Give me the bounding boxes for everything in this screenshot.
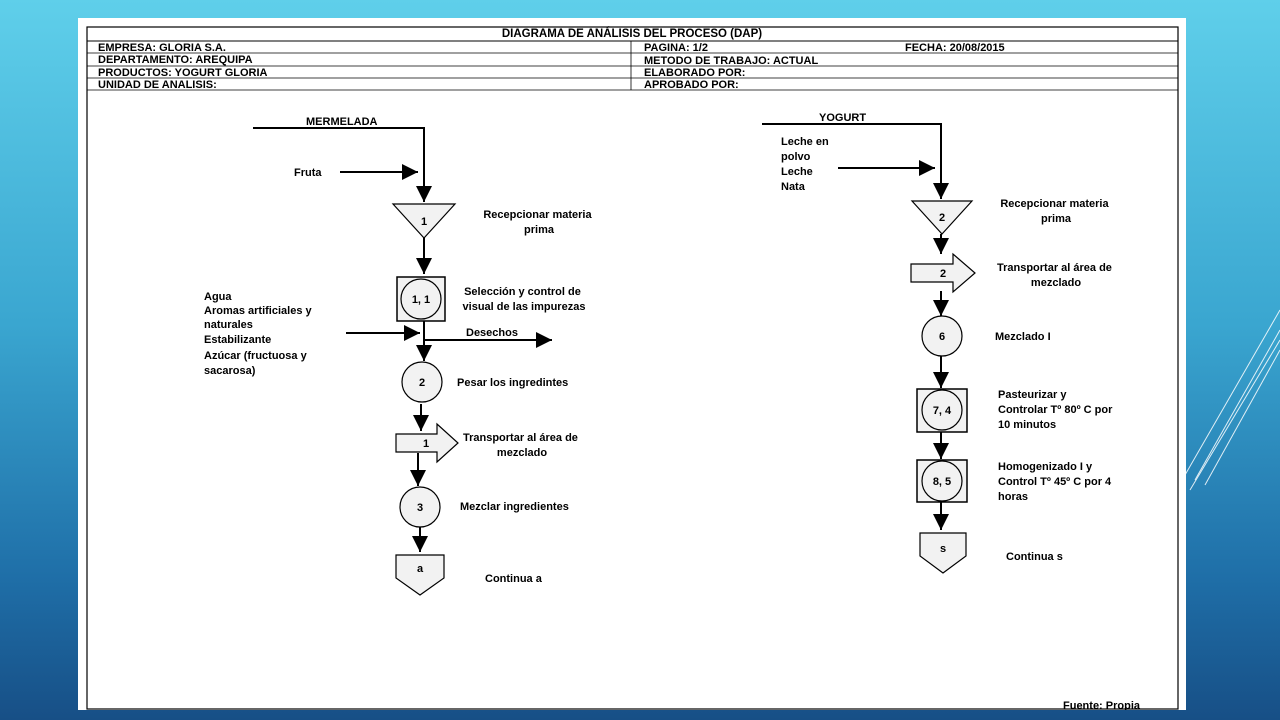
left-step1-label: Recepcionar materia prima bbox=[483, 209, 594, 236]
left-step5-label: Mezclar ingredientes bbox=[460, 501, 569, 513]
right-flow-lines bbox=[762, 123, 949, 530]
yogurt-label: YOGURT bbox=[819, 112, 866, 124]
right-combined-operation-inspection-7-4: 7, 4 bbox=[916, 388, 968, 433]
elaborado-label: ELABORADO POR: bbox=[644, 67, 745, 79]
left-operation-circle-2: 2 bbox=[401, 361, 443, 403]
svg-text:8, 5: 8, 5 bbox=[933, 476, 951, 488]
fruta-label: Fruta bbox=[294, 167, 322, 179]
mermelada-label: MERMELADA bbox=[306, 116, 378, 128]
left-transport-arrow-1: 1 bbox=[395, 422, 459, 464]
left-combined-operation-inspection: 1, 1 bbox=[396, 276, 446, 322]
left-connector-a: a bbox=[395, 554, 445, 596]
right-connector-label: Continua s bbox=[1006, 551, 1063, 563]
header-table bbox=[86, 26, 1179, 710]
svg-text:2: 2 bbox=[940, 268, 946, 280]
right-step3-label: Mezclado I bbox=[995, 331, 1051, 343]
empresa-label: EMPRESA: GLORIA S.A. bbox=[98, 42, 226, 54]
unidad-label: UNIDAD DE ANALISIS: bbox=[98, 79, 217, 91]
svg-text:1: 1 bbox=[423, 438, 429, 450]
left-connector-label: Continua a bbox=[485, 573, 543, 585]
page-title: DIAGRAMA DE ANÁLISIS DEL PROCESO (DAP) bbox=[502, 27, 762, 40]
desechos-label: Desechos bbox=[466, 327, 518, 339]
decorative-lines bbox=[1184, 309, 1280, 491]
departamento-label: DEPARTAMENTO: AREQUIPA bbox=[98, 54, 253, 66]
dap-diagram: DIAGRAMA DE ANÁLISIS DEL PROCESO (DAP) E… bbox=[86, 26, 1179, 710]
right-storage-triangle-2: 2 bbox=[910, 200, 974, 235]
svg-text:a: a bbox=[417, 563, 424, 575]
svg-text:3: 3 bbox=[417, 502, 423, 514]
left-storage-triangle-1: 1 bbox=[391, 203, 457, 239]
svg-text:1, 1: 1, 1 bbox=[412, 294, 430, 306]
right-combined-operation-inspection-8-5: 8, 5 bbox=[916, 459, 968, 503]
svg-text:2: 2 bbox=[939, 212, 945, 224]
left-side-inputs: Agua Aromas artificiales y naturales Est… bbox=[204, 291, 315, 377]
svg-text:1: 1 bbox=[421, 216, 427, 228]
productos-label: PRODUCTOS: YOGURT GLORIA bbox=[98, 67, 268, 79]
right-side-inputs: Leche en polvo Leche Nata bbox=[781, 136, 832, 193]
pagina-label: PAGINA: 1/2 bbox=[644, 42, 708, 54]
svg-text:7, 4: 7, 4 bbox=[933, 405, 952, 417]
source-label: Fuente: Propia bbox=[1063, 700, 1141, 710]
metodo-label: METODO DE TRABAJO: ACTUAL bbox=[644, 55, 818, 67]
left-operation-circle-3: 3 bbox=[399, 486, 441, 528]
right-connector-s: s bbox=[919, 532, 967, 574]
right-step4-label: Pasteurizar y Controlar Tº 80º C por 10 … bbox=[998, 389, 1115, 431]
left-step2-label: Selección y control de visual de las imp… bbox=[463, 286, 586, 313]
left-step4-label: Transportar al área de mezclado bbox=[463, 432, 581, 459]
left-flow-lines bbox=[253, 127, 552, 552]
right-operation-circle-6: 6 bbox=[921, 315, 963, 357]
aprobado-label: APROBADO POR: bbox=[644, 79, 739, 91]
left-step3-label: Pesar los ingredintes bbox=[457, 377, 568, 389]
right-transport-arrow-2: 2 bbox=[910, 252, 976, 294]
right-step1-label: Recepcionar materia prima bbox=[1000, 198, 1111, 225]
svg-text:s: s bbox=[940, 543, 946, 555]
right-step5-label: Homogenizado I y Control Tº 45º C por 4 … bbox=[998, 461, 1114, 503]
svg-text:6: 6 bbox=[939, 331, 945, 343]
dap-document: DIAGRAMA DE ANÁLISIS DEL PROCESO (DAP) E… bbox=[78, 18, 1186, 710]
fecha-label: FECHA: 20/08/2015 bbox=[905, 42, 1005, 54]
svg-text:2: 2 bbox=[419, 377, 425, 389]
right-step2-label: Transportar al área de mezclado bbox=[997, 262, 1115, 289]
